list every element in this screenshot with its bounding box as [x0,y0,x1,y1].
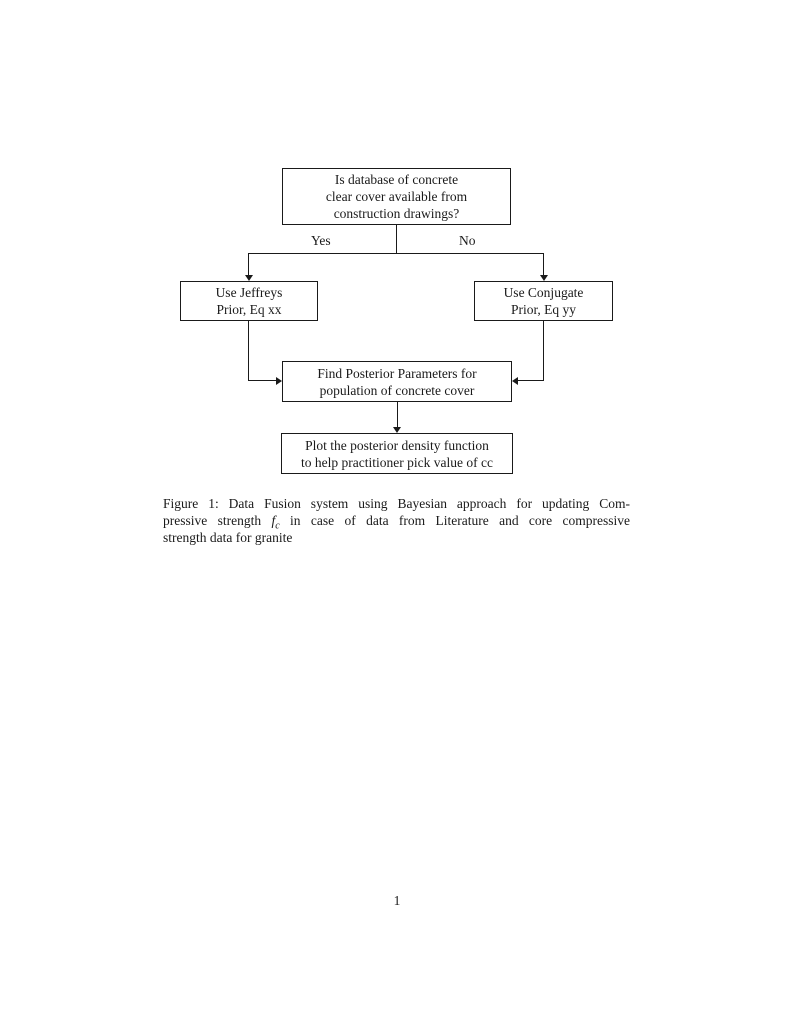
caption-line-2: pressive strength fc in case of data fro… [163,512,631,532]
connector-question-stem [396,225,397,254]
arrowhead-into-posterior-right-icon [512,377,518,385]
math-fc-subscript: c [275,520,280,532]
arrowhead-into-jeffreys-icon [245,275,253,281]
page-number: 1 [393,893,401,908]
caption-line-2-text-after: in case of data from Literature and core… [279,513,631,529]
caption-line-1: Figure 1: Data Fusion system using Bayes… [163,496,630,511]
connector-branch-horizontal [248,253,544,254]
connector-jeffreys-to-posterior [248,380,277,381]
caption-line-2-text: pressive strength [163,513,272,529]
arrowhead-into-conjugate-icon [540,275,548,281]
flowchart-box-posterior-parameters: Find Posterior Parameters for population… [282,361,512,402]
arrowhead-into-plot-icon [393,427,401,433]
branch-label-yes: Yes [311,233,331,248]
connector-posterior-to-plot [397,402,398,427]
figure-caption: Figure 1: Data Fusion system using Bayes… [163,495,630,547]
flowchart-box-conjugate-prior: Use Conjugate Prior, Eq yy [474,281,613,321]
flowchart-box-jeffreys-prior: Use Jeffreys Prior, Eq xx [180,281,318,321]
flowchart-box-question: Is database of concrete clear cover avai… [282,168,511,225]
connector-yes-stem [248,253,249,276]
connector-no-stem [543,253,544,276]
math-fc-symbol: f [271,513,276,529]
flowchart-box-plot-density: Plot the posterior density function to h… [281,433,513,474]
caption-line-3: strength data for granite [163,530,293,546]
connector-jeffreys-down [248,321,249,381]
connector-conjugate-down [543,321,544,381]
arrowhead-into-posterior-left-icon [276,377,282,385]
connector-conjugate-to-posterior [517,380,544,381]
branch-label-no: No [459,233,476,248]
